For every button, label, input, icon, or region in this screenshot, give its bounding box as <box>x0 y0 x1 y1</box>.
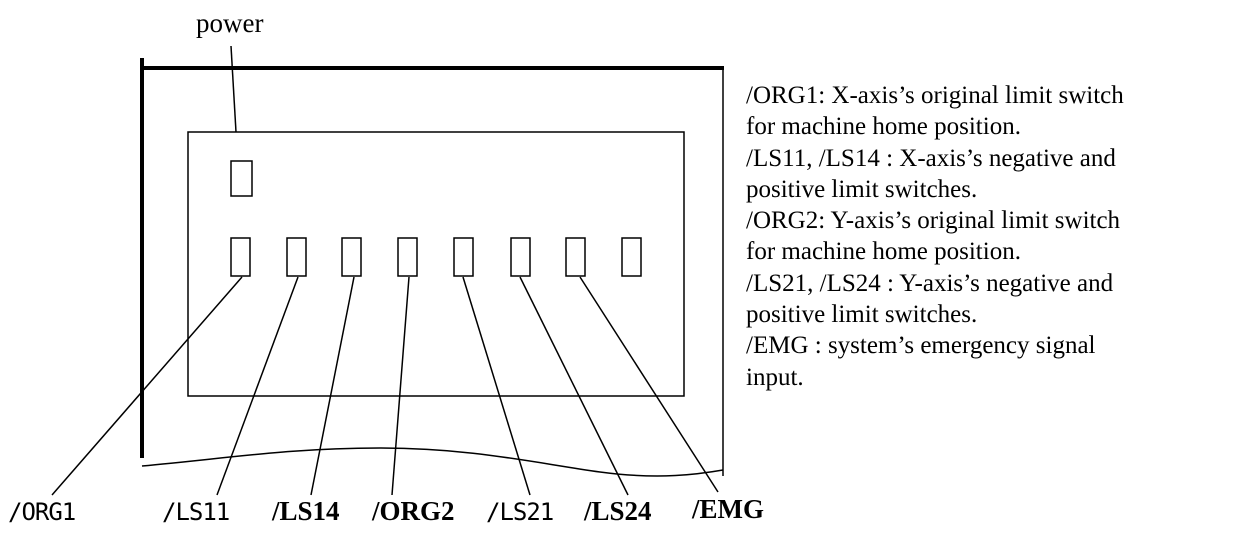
wavy-cut-line <box>141 447 724 477</box>
pin-label-emg: /EMG <box>692 494 764 524</box>
led-emg <box>565 237 586 277</box>
legend-line: for machine home position. <box>746 238 1021 266</box>
legend-line: /EMG : system’s emergency signal <box>746 332 1096 360</box>
led-ls24 <box>510 237 531 277</box>
leader-emg <box>579 276 719 493</box>
legend-text: /ORG1: X-axis’s original limit switch fo… <box>746 80 1251 393</box>
legend-line: for machine home position. <box>746 113 1021 141</box>
power-leader-line <box>230 45 237 133</box>
leader-ls21 <box>462 276 531 496</box>
power-label: power <box>196 8 264 38</box>
leader-ls14 <box>310 276 355 496</box>
inner-panel <box>187 131 685 397</box>
pin-label-ls11: /LS11 <box>162 498 230 526</box>
leader-ls11 <box>216 276 299 496</box>
led-ls14 <box>341 237 362 277</box>
pin-label-org1: /ORG1 <box>8 498 76 526</box>
led-org1 <box>230 237 251 277</box>
led-org2 <box>397 237 418 277</box>
legend-line: /ORG1: X-axis’s original limit switch <box>746 82 1124 109</box>
leader-org1 <box>51 276 243 496</box>
pin-label-ls24: /LS24 <box>584 496 652 526</box>
leader-ls24 <box>519 276 629 496</box>
led-spare <box>621 237 642 277</box>
pin-label-ls21: /LS21 <box>486 498 554 526</box>
legend-line: input. <box>746 363 804 391</box>
legend-line: positive limit switches. <box>746 175 978 203</box>
legend-line: positive limit switches. <box>746 301 978 329</box>
led-ls21 <box>453 237 474 277</box>
legend-line: /LS21, /LS24 : Y-axis’s negative and <box>746 269 1114 297</box>
leader-org2 <box>391 276 410 496</box>
legend-line: /LS11, /LS14 : X-axis’s negative and <box>746 144 1116 172</box>
pin-label-ls14: /LS14 <box>272 496 340 526</box>
led-ls11 <box>286 237 307 277</box>
pin-label-org2: /ORG2 <box>372 496 455 526</box>
legend-line: /ORG2: Y-axis’s original limit switch <box>746 207 1121 235</box>
power-led <box>230 160 253 197</box>
